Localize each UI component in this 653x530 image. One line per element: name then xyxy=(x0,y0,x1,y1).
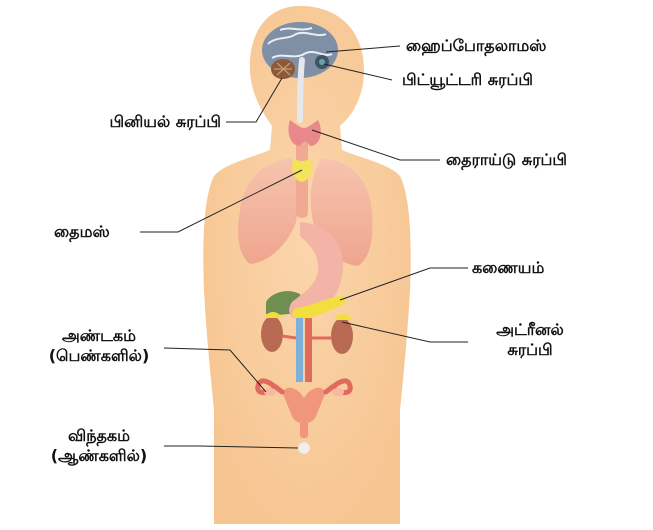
label-ovary-line1: அண்டகம் xyxy=(34,326,164,346)
spinal-cord xyxy=(300,60,302,120)
label-adrenal-line2: சுரப்பி xyxy=(474,340,586,360)
label-pineal: பினியல் சுரப்பி xyxy=(109,112,221,132)
vena-cava xyxy=(296,318,303,382)
label-adrenal-line1: அட்ரீனல் xyxy=(474,320,586,340)
left-kidney xyxy=(261,316,283,352)
aorta xyxy=(305,318,312,382)
label-thyroid: தைராய்டு சுரப்பி xyxy=(446,150,567,170)
label-hypothalamus: ஹைப்போதலாமஸ் xyxy=(406,36,546,56)
label-ovary: அண்டகம் (பெண்களில்) xyxy=(34,326,164,366)
label-testis-line1: விந்தகம் xyxy=(34,426,164,446)
label-testis-line2: (ஆண்களில்) xyxy=(34,446,164,466)
label-testis: விந்தகம் (ஆண்களில்) xyxy=(34,426,164,466)
label-pituitary: பிட்யூட்டரி சுரப்பி xyxy=(402,70,533,90)
testis xyxy=(298,442,310,454)
label-ovary-line2: (பெண்களில்) xyxy=(34,346,164,366)
label-pancreas: கணையம் xyxy=(472,258,544,278)
label-adrenal: அட்ரீனல் சுரப்பி xyxy=(474,320,586,360)
label-thymus: தைமஸ் xyxy=(54,222,110,242)
